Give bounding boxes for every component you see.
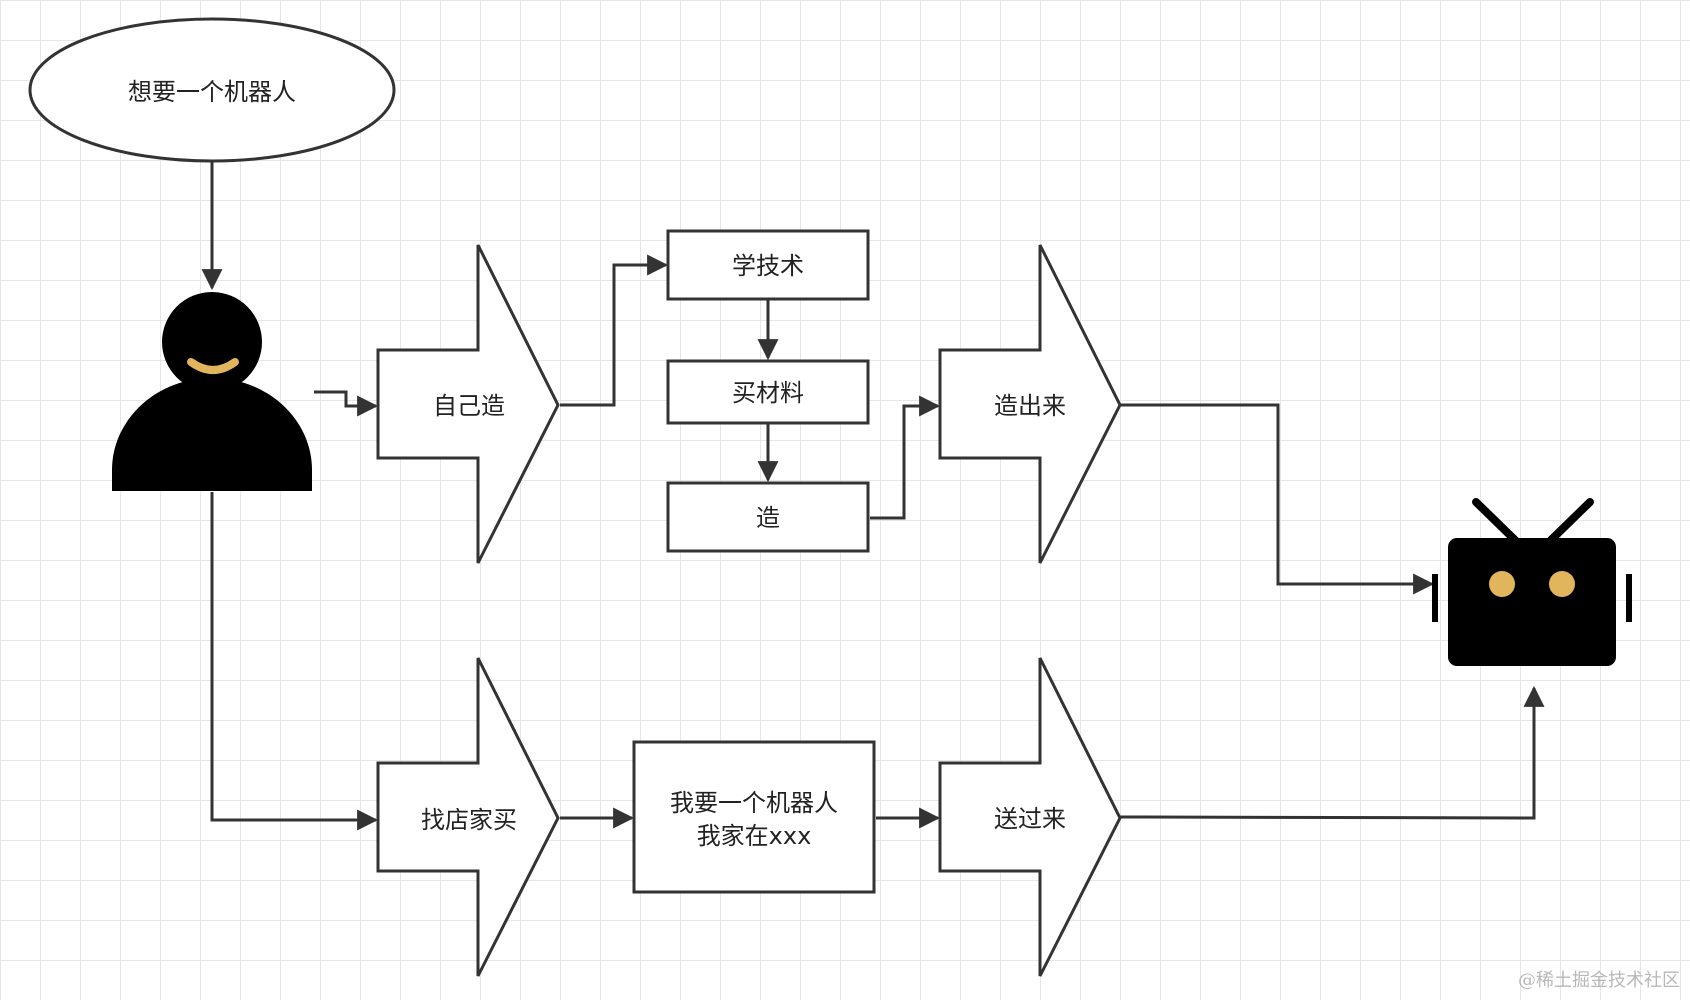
- make-label: 造: [756, 504, 780, 532]
- robot-icon: [1432, 498, 1632, 666]
- edge-person-to-self-build: [314, 390, 379, 417]
- materials-label: 买材料: [732, 379, 804, 407]
- edge-built-to-robot: [1120, 403, 1435, 595]
- watermark: @稀土掘金技术社区: [1518, 970, 1680, 991]
- edge-make-to-built: [870, 395, 941, 520]
- learn-step: [666, 229, 870, 301]
- order-label-line2: 我家在xxx: [697, 822, 812, 850]
- delivered-step: [938, 657, 1122, 977]
- edge-self-build-to-learn: [560, 254, 669, 407]
- order-step: [632, 740, 876, 894]
- order-label-line1: 我要一个机器人: [670, 789, 838, 817]
- start-node: [28, 17, 396, 163]
- start-node-label: 想要一个机器人: [128, 78, 296, 106]
- edge-person-to-buy: [210, 492, 379, 831]
- built-label: 造出来: [994, 392, 1066, 420]
- self-build-label: 自己造: [433, 392, 505, 420]
- make-step: [666, 481, 870, 553]
- built-step: [938, 244, 1122, 564]
- learn-label: 学技术: [732, 252, 804, 280]
- materials-step: [666, 359, 870, 425]
- person-icon: [112, 292, 312, 491]
- buy-step: [376, 657, 560, 977]
- buy-label: 找店家买: [421, 806, 517, 834]
- edge-delivered-to-robot: [1119, 685, 1545, 820]
- delivered-label: 送过来: [994, 805, 1066, 833]
- self-build-step: [376, 244, 560, 564]
